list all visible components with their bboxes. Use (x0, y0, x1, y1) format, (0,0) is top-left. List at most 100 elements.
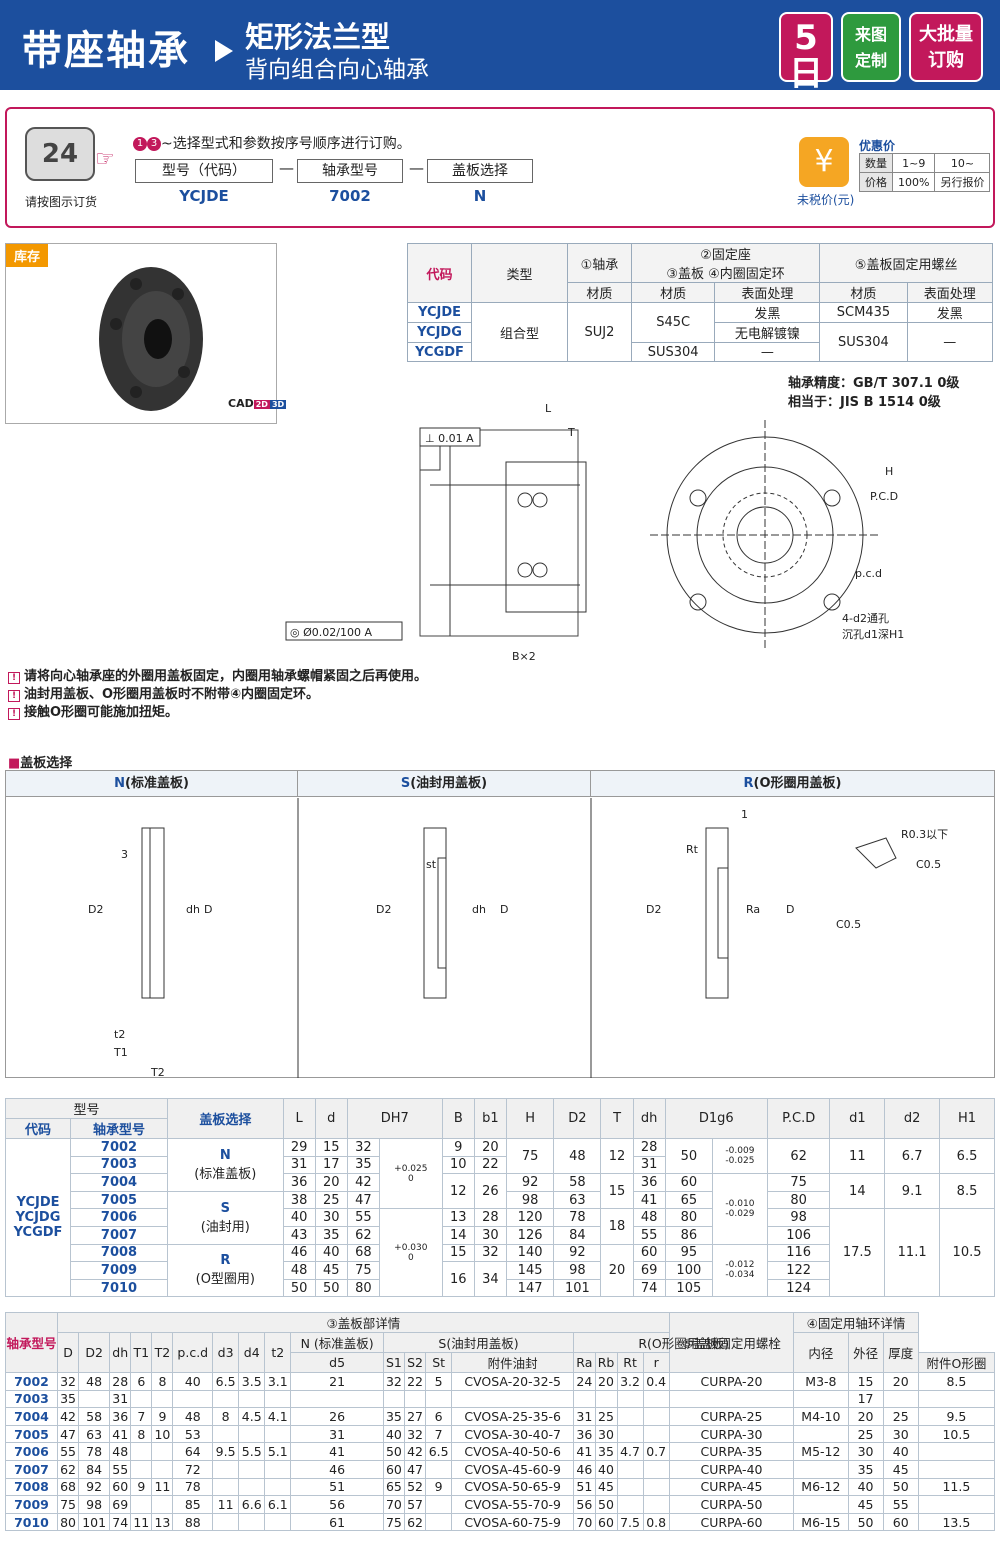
table-cell: 70 (573, 1512, 596, 1532)
table-cell (642, 1495, 670, 1514)
table-cell: CURPA-25 (668, 1407, 795, 1426)
plate-r-title: R(O形圈用盖板) (591, 771, 994, 797)
table-cell: 48 (172, 1407, 214, 1426)
table-cell: CURPA-60 (668, 1512, 795, 1532)
table-cell: M3-8 (793, 1372, 849, 1391)
table-cell: 36 (109, 1407, 132, 1426)
table-cell: 52 (403, 1477, 427, 1497)
table-cell: 6.5 (425, 1442, 453, 1461)
table-cell: 9 (130, 1477, 153, 1497)
table-cell: 45 (594, 1477, 618, 1497)
table-cell: 25 (882, 1407, 919, 1426)
svg-text:Rt: Rt (686, 843, 699, 856)
table-cell: 42 (56, 1407, 80, 1426)
svg-text:D2: D2 (88, 903, 103, 916)
bearing-model-cell: 7002 (5, 1372, 58, 1391)
table-cell: 56 (290, 1495, 384, 1514)
table-cell: 58 (78, 1407, 111, 1426)
table-cell (917, 1495, 996, 1514)
table-cell (616, 1495, 644, 1514)
table-cell: 88 (172, 1512, 214, 1532)
table-cell: 41 (109, 1424, 132, 1444)
svg-text:⊥ 0.01 A: ⊥ 0.01 A (425, 432, 474, 445)
table-cell: 31 (290, 1424, 384, 1444)
table-cell: 17 (847, 1389, 884, 1409)
table-cell: M6-15 (793, 1512, 849, 1532)
table-cell (212, 1459, 240, 1479)
table-cell: 10 (151, 1424, 174, 1444)
table-cell (238, 1459, 266, 1479)
table-cell (793, 1424, 849, 1444)
svg-text:Ra: Ra (746, 903, 760, 916)
table-cell: CVOSA-45-60-9 (451, 1459, 575, 1479)
bearing-model-box: 轴承型号 (297, 159, 403, 183)
svg-text:H: H (885, 465, 893, 478)
table-cell: 35 (847, 1459, 884, 1479)
table-cell (212, 1512, 240, 1532)
table-cell: 6 (425, 1407, 453, 1426)
table-cell: 13 (151, 1512, 174, 1532)
table-cell (264, 1512, 292, 1532)
table-cell (264, 1389, 292, 1409)
yen-price-icon: ¥ (799, 137, 849, 187)
svg-text:C0.5: C0.5 (916, 858, 941, 871)
table-cell: 60 (594, 1512, 618, 1532)
table-cell (425, 1512, 453, 1532)
badge-5day-shipping[interactable]: 5日发货 (779, 12, 833, 115)
table-cell: 3.2 (616, 1372, 644, 1391)
table-cell: 30 (882, 1424, 919, 1444)
tax-note: 未税价(元) (797, 193, 855, 207)
table-cell: CURPA-35 (668, 1442, 795, 1461)
table-cell: 28 (109, 1372, 132, 1391)
table-cell: 48 (78, 1372, 111, 1391)
table-cell: 30 (594, 1424, 618, 1444)
phone-24-icon: 24 (25, 127, 95, 181)
svg-text:沉孔d1深H1: 沉孔d1深H1 (842, 628, 904, 641)
product-photo (99, 267, 203, 411)
table-cell: CVOSA-55-70-9 (451, 1495, 575, 1514)
table-cell: 40 (382, 1424, 406, 1444)
table-cell: 63 (78, 1424, 111, 1444)
table-cell (573, 1389, 596, 1409)
svg-text:D2: D2 (376, 903, 391, 916)
svg-text:T2: T2 (150, 1066, 165, 1078)
svg-text:R0.3以下: R0.3以下 (901, 828, 948, 841)
table-cell: 10.5 (917, 1424, 996, 1444)
table-cell: 15 (847, 1372, 884, 1391)
badge-custom[interactable]: 来图定制 (841, 12, 901, 82)
table-cell: 60 (109, 1477, 132, 1497)
table-cell: M5-12 (793, 1442, 849, 1461)
table-cell: 62 (403, 1512, 427, 1532)
info-icon: ! (8, 708, 20, 720)
badge-bulk-order[interactable]: 大批量订购 (909, 12, 983, 82)
svg-text:1: 1 (741, 808, 748, 821)
table-cell: 55 (56, 1442, 80, 1461)
table-cell: 6 (130, 1372, 153, 1391)
table-cell: CVOSA-40-50-6 (451, 1442, 575, 1461)
table-cell: 50 (382, 1442, 406, 1461)
table-cell: 20 (882, 1372, 919, 1391)
table-cell: 35 (56, 1389, 80, 1409)
table-cell: 65 (382, 1477, 406, 1497)
table-cell (151, 1442, 174, 1461)
table-cell: 5.5 (238, 1442, 266, 1461)
svg-text:t2: t2 (114, 1028, 125, 1041)
table-cell: 85 (172, 1495, 214, 1514)
svg-text:4-d2通孔: 4-d2通孔 (842, 612, 889, 625)
table-cell (594, 1389, 618, 1409)
table-cell: 69 (109, 1495, 132, 1514)
table-cell (642, 1477, 670, 1497)
svg-text:D: D (500, 903, 508, 916)
table-cell (238, 1389, 266, 1409)
table-cell: 50 (882, 1477, 919, 1497)
table-cell (264, 1459, 292, 1479)
plate-s-title: S(油封用盖板) (298, 771, 591, 797)
section-cover-selection: ■盖板选择 (8, 756, 73, 771)
